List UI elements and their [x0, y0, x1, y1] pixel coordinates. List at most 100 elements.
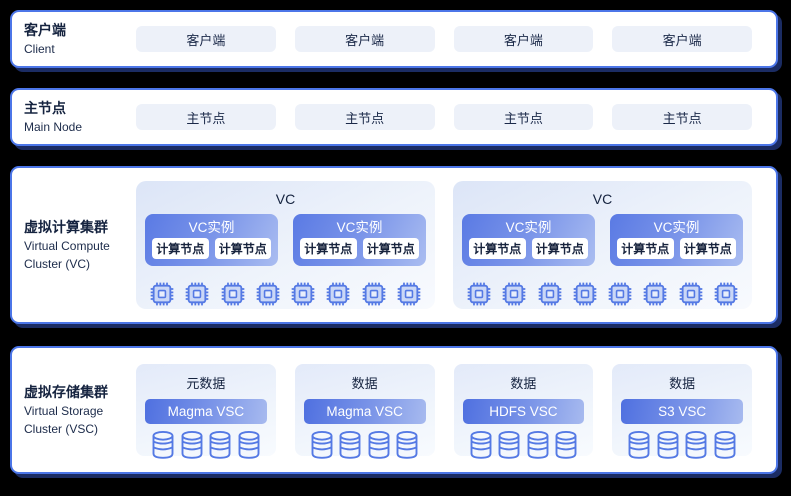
vc-group: VC VC实例 计算节点 计算节点 VC实例 计算节点 计算节点	[136, 181, 435, 309]
cpu-chip-row	[145, 281, 426, 307]
storage-cluster-title: 元数据	[186, 376, 226, 391]
database-icon	[152, 430, 174, 459]
client-node: 客户端	[294, 26, 435, 52]
vc-instance-label: VC实例	[336, 220, 383, 235]
vc-instance: VC实例 计算节点 计算节点	[293, 214, 426, 266]
cpu-chip-icon	[397, 282, 421, 306]
layer-main-node: 主节点 Main Node 主节点 主节点 主节点 主节点	[10, 88, 778, 146]
database-row	[304, 430, 426, 460]
cpu-chip-row	[462, 281, 743, 307]
storage-cluster-banner: Magma VSC	[145, 399, 267, 424]
database-icon	[470, 430, 491, 459]
database-icon	[657, 430, 679, 459]
storage-cluster-title: 数据	[510, 376, 537, 391]
compute-nodes: 计算节点 计算节点	[469, 238, 588, 259]
compute-node: 计算节点	[469, 238, 526, 259]
vc-group-title: VC	[592, 191, 613, 207]
cpu-chip-icon	[714, 282, 738, 306]
vc-instance-label: VC实例	[653, 220, 700, 235]
layer-label-zh: 客户端	[24, 21, 66, 38]
cpu-chip-icon	[256, 282, 280, 306]
compute-node: 计算节点	[152, 238, 209, 259]
layer-label-en: Client	[24, 42, 55, 57]
cpu-chip-icon	[538, 282, 561, 306]
vc-instances: VC实例 计算节点 计算节点 VC实例 计算节点 计算节点	[145, 214, 426, 266]
vc-instance: VC实例 计算节点 计算节点	[145, 214, 278, 266]
client-node: 客户端	[136, 26, 276, 52]
storage-cluster-banner: Magma VSC	[303, 399, 426, 424]
storage-cluster-banner: S3 VSC	[621, 399, 743, 424]
client-node: 客户端	[453, 26, 594, 52]
database-icon	[714, 430, 736, 459]
vc-instance: VC实例 计算节点 计算节点	[462, 214, 595, 266]
main-node-nodes: 主节点 主节点 主节点 主节点	[136, 104, 752, 130]
storage-cluster-title: 数据	[669, 376, 696, 391]
database-icon	[238, 430, 260, 459]
layer-label-zh: 主节点	[24, 99, 66, 116]
storage-cluster: 数据 HDFS VSC	[453, 364, 594, 459]
cpu-chip-icon	[679, 282, 703, 306]
layer-virtual-compute-cluster: 虚拟计算集群 Virtual Compute Cluster (VC) VC V…	[10, 166, 778, 324]
vc-instance: VC实例 计算节点 计算节点	[610, 214, 743, 266]
vc-group: VC VC实例 计算节点 计算节点 VC实例 计算节点 计算节点	[453, 181, 752, 309]
database-icon	[181, 430, 203, 459]
cpu-chip-icon	[608, 282, 632, 306]
cpu-chip-icon	[185, 282, 209, 306]
database-row	[145, 430, 267, 460]
database-icon	[339, 430, 361, 459]
cpu-chip-icon	[502, 282, 526, 306]
main-node: 主节点	[612, 104, 752, 130]
compute-node: 计算节点	[214, 238, 271, 259]
cpu-chip-icon	[221, 282, 244, 306]
vc-groups: VC VC实例 计算节点 计算节点 VC实例 计算节点 计算节点	[136, 181, 752, 309]
layer-client-label: 客户端 Client	[12, 20, 136, 58]
main-node: 主节点	[294, 104, 435, 130]
cpu-chip-icon	[467, 282, 491, 306]
database-icon	[368, 430, 390, 459]
layer-label-en: Virtual Compute	[24, 239, 110, 254]
vc-instances: VC实例 计算节点 计算节点 VC实例 计算节点 计算节点	[462, 214, 743, 266]
compute-node: 计算节点	[617, 238, 674, 259]
main-node: 主节点	[453, 104, 594, 130]
layer-main-node-label: 主节点 Main Node	[12, 98, 136, 136]
compute-node: 计算节点	[300, 238, 357, 259]
compute-node: 计算节点	[679, 238, 736, 259]
cpu-chip-icon	[327, 282, 350, 306]
database-icon	[628, 430, 650, 459]
vc-instance-label: VC实例	[505, 220, 552, 235]
compute-nodes: 计算节点 计算节点	[300, 238, 419, 259]
cpu-chip-icon	[150, 282, 174, 306]
vc-group-title: VC	[275, 191, 296, 207]
client-nodes: 客户端 客户端 客户端 客户端	[136, 26, 752, 52]
cpu-chip-icon	[291, 282, 315, 306]
storage-cluster-banner: HDFS VSC	[462, 399, 585, 424]
database-icon	[397, 430, 418, 459]
storage-cluster: 数据 Magma VSC	[294, 364, 435, 459]
compute-node: 计算节点	[531, 238, 588, 259]
layer-label-en: Virtual Storage	[24, 404, 104, 419]
storage-cluster-title: 数据	[351, 376, 378, 391]
database-icon	[311, 430, 333, 459]
storage-cluster: 数据 S3 VSC	[612, 364, 752, 459]
database-row	[463, 430, 585, 460]
database-icon	[527, 430, 549, 459]
cpu-chip-icon	[573, 282, 597, 306]
database-icon	[685, 430, 707, 459]
layer-client: 客户端 Client 客户端 客户端 客户端 客户端	[10, 10, 778, 68]
layer-label-zh: 虚拟计算集群	[24, 218, 108, 235]
layer-label-zh: 虚拟存储集群	[24, 383, 108, 400]
vc-instance-label: VC实例	[188, 220, 235, 235]
cpu-chip-icon	[362, 282, 386, 306]
storage-cluster: 元数据 Magma VSC	[136, 364, 276, 459]
layer-label-en: Main Node	[24, 120, 83, 135]
layer-vsc-label: 虚拟存储集群 Virtual Storage Cluster (VSC)	[12, 382, 136, 438]
database-row	[621, 430, 743, 460]
layer-label-en: Cluster (VC)	[24, 257, 91, 272]
client-node: 客户端	[612, 26, 752, 52]
storage-clusters: 元数据 Magma VSC 数据 Magma VSC	[136, 364, 752, 459]
cpu-chip-icon	[644, 282, 667, 306]
compute-nodes: 计算节点 计算节点	[617, 238, 736, 259]
layer-virtual-storage-cluster: 虚拟存储集群 Virtual Storage Cluster (VSC) 元数据…	[10, 346, 778, 474]
database-icon	[555, 430, 577, 459]
